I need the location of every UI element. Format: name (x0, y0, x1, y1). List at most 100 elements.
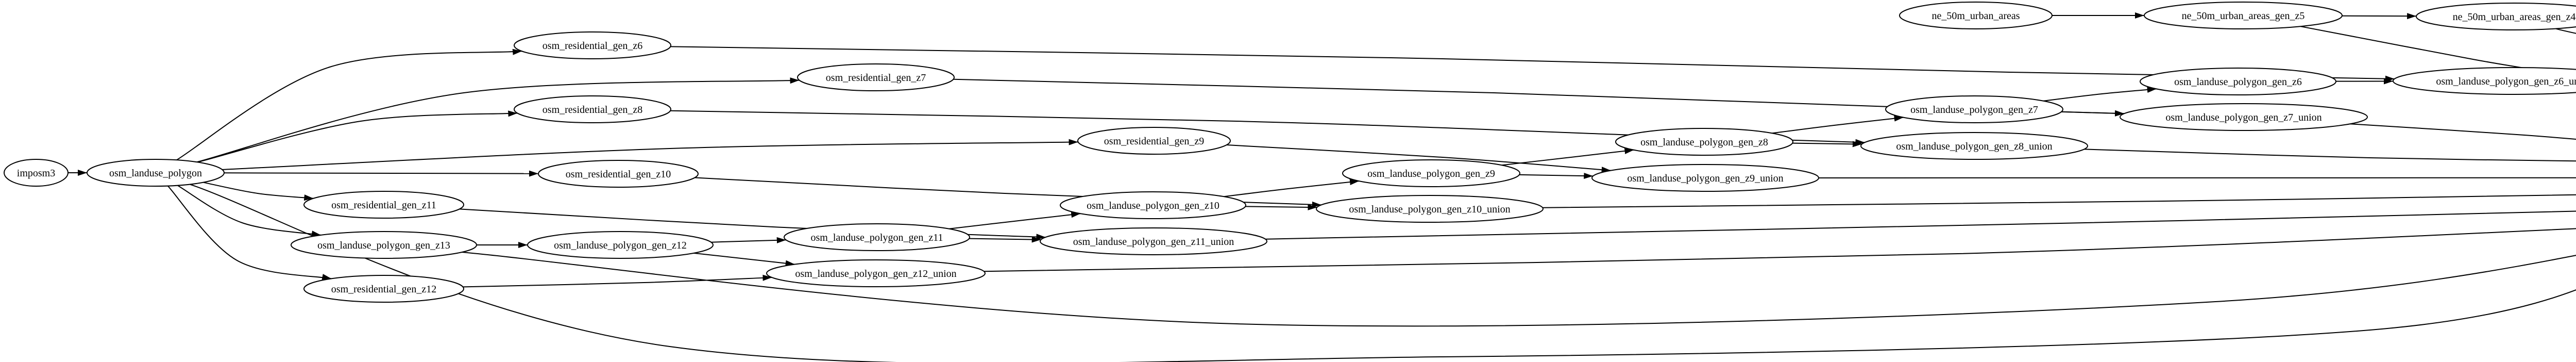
nodes-layer: imposm3 osm_landuse_polygon osm_residentia… (4, 2, 2576, 303)
node-label-osm_residential_gen_z9: osm_residential_gen_z9 (1104, 136, 1204, 147)
edge-osm_landuse_polygon_gen_z11-to-osm_landuse_polygon_gen_z11_union (969, 236, 1041, 243)
node-label-osm_landuse_polygon_gen_z7: osm_landuse_polygon_gen_z7 (1910, 104, 2038, 116)
node-label-osm_landuse_polygon_gen_z6_union: osm_landuse_polygon_gen_z6_union (2436, 76, 2576, 87)
node-ellipse-osm_landuse_polygon_gen_z9 (1342, 159, 1520, 187)
edge-osm_landuse_polygon_gen_z7-to-osm_landuse_polygon_gen_z6 (2043, 87, 2157, 102)
node-ellipse-ne_50m_urban_areas_gen_z5 (2144, 2, 2343, 29)
edge-osm_landuse_polygon_gen_z10-to-osm_landuse_polygon_gen_z9 (1224, 179, 1360, 198)
edge-osm_landuse_polygon-to-osm_residential_gen_z11 (203, 182, 314, 201)
node-ellipse-osm_landuse_polygon_gen_z6 (2140, 68, 2336, 95)
node-ellipse-osm_landuse_polygon_gen_z8 (1615, 128, 1793, 156)
edge-ne_50m_urban_areas_gen_z4-to-layer_landuse-z4 (2555, 28, 2576, 34)
node-label-osm_landuse_polygon_gen_z6: osm_landuse_polygon_gen_z6 (2174, 76, 2302, 88)
node-label-ne_50m_urban_areas: ne_50m_urban_areas (1931, 10, 2020, 22)
node-label-osm_landuse_polygon_gen_z8_union: osm_landuse_polygon_gen_z8_union (1896, 141, 2052, 152)
node-label-osm_residential_gen_z6: osm_residential_gen_z6 (543, 40, 642, 52)
node-ellipse-ne_50m_urban_areas_gen_z4 (2416, 3, 2576, 30)
node-label-imposm3: imposm3 (17, 168, 55, 179)
node-osm_landuse_polygon_gen_z7_union: osm_landuse_polygon_gen_z7_union (2120, 103, 2368, 131)
edge-osm_landuse_polygon_gen_z12-to-osm_landuse_polygon_gen_z12_union (693, 252, 795, 267)
edge-osm_landuse_polygon_gen_z12-to-osm_landuse_polygon_gen_z11 (711, 237, 786, 243)
node-label-ne_50m_urban_areas_gen_z4: ne_50m_urban_areas_gen_z4 (2453, 11, 2576, 23)
node-osm_residential_gen_z12: osm_residential_gen_z12 (303, 275, 464, 303)
node-label-osm_landuse_polygon_gen_z11_union: osm_landuse_polygon_gen_z11_union (1073, 236, 1234, 248)
node-ellipse-osm_residential_gen_z8 (514, 95, 671, 123)
edge-osm_landuse_polygon_gen_z13-to-layer_landuse-z13 (462, 252, 2576, 327)
node-ellipse-imposm3 (4, 159, 69, 187)
node-osm_residential_gen_z10: osm_residential_gen_z10 (538, 160, 699, 188)
node-osm_landuse_polygon_gen_z11: osm_landuse_polygon_gen_z11 (784, 223, 970, 251)
node-ellipse-osm_landuse_polygon_gen_z12_union (766, 259, 986, 287)
node-ellipse-osm_landuse_polygon_gen_z13 (291, 231, 477, 259)
node-label-ne_50m_urban_areas_gen_z5: ne_50m_urban_areas_gen_z5 (2182, 10, 2305, 22)
edge-osm_landuse_polygon-to-osm_residential_gen_z9 (222, 139, 1078, 170)
edge-osm_landuse_polygon-to-osm_landuse_polygon_gen_z13 (177, 185, 321, 237)
node-ne_50m_urban_areas: ne_50m_urban_areas (1899, 2, 2053, 29)
node-osm_landuse_polygon_gen_z13: osm_landuse_polygon_gen_z13 (291, 231, 477, 259)
node-osm_residential_gen_z11: osm_residential_gen_z11 (303, 191, 464, 219)
edge-osm_residential_gen_z12-to-osm_landuse_polygon_gen_z12_union (463, 274, 772, 288)
edge-osm_landuse_polygon_gen_z8_union-to-layer_landuse-z8 (2084, 149, 2576, 162)
node-label-osm_residential_gen_z8: osm_residential_gen_z8 (543, 104, 642, 116)
edge-osm_landuse_polygon-to-osm_residential_gen_z7 (196, 77, 800, 163)
edge-osm_landuse_polygon_gen_z10_union-to-layer_landuse-z10 (1543, 194, 2576, 208)
node-ne_50m_urban_areas_gen_z4: ne_50m_urban_areas_gen_z4 (2416, 3, 2576, 30)
node-osm_landuse_polygon_gen_z12_union: osm_landuse_polygon_gen_z12_union (766, 259, 986, 287)
node-ellipse-osm_landuse_polygon_gen_z7_union (2120, 103, 2368, 131)
node-osm_landuse_polygon_gen_z7: osm_landuse_polygon_gen_z7 (1885, 95, 2063, 123)
node-osm_landuse_polygon_gen_z8: osm_landuse_polygon_gen_z8 (1615, 128, 1793, 156)
edge-osm_landuse_polygon_gen_z8-to-osm_landuse_polygon_gen_z8_union (1792, 141, 1862, 147)
edge-osm_landuse_polygon_gen_z7_union-to-layer_landuse-z7 (2350, 123, 2576, 140)
edge-osm_landuse_polygon_gen_z8-to-osm_landuse_polygon_gen_z7 (1772, 115, 1904, 134)
node-ellipse-osm_landuse_polygon_gen_z6_union (2393, 67, 2576, 95)
edge-osm_landuse_polygon_gen_z9-to-osm_landuse_polygon_gen_z8 (1501, 147, 1634, 166)
node-osm_residential_gen_z9: osm_residential_gen_z9 (1077, 127, 1231, 155)
edges-layer (68, 12, 2576, 362)
node-osm_landuse_polygon_gen_z10: osm_landuse_polygon_gen_z10 (1060, 191, 1246, 219)
edge-osm_landuse_polygon_gen_z12_union-to-layer_landuse-z12 (984, 228, 2576, 272)
edge-osm_landuse_polygon_gen_z11_union-to-layer_landuse-z11 (1265, 210, 2576, 240)
node-label-osm_landuse_polygon_gen_z12: osm_landuse_polygon_gen_z12 (554, 240, 687, 251)
node-ellipse-ne_50m_urban_areas (1899, 2, 2053, 29)
node-label-osm_landuse_polygon_gen_z9_union: osm_landuse_polygon_gen_z9_union (1627, 173, 1783, 184)
node-osm_residential_gen_z7: osm_residential_gen_z7 (797, 63, 955, 91)
node-label-osm_landuse_polygon_gen_z12_union: osm_landuse_polygon_gen_z12_union (795, 268, 956, 279)
edge-osm_landuse_polygon_gen_z11-to-osm_landuse_polygon_gen_z10 (949, 211, 1081, 229)
node-ellipse-osm_residential_gen_z10 (538, 160, 699, 188)
node-label-osm_landuse_polygon_gen_z8: osm_landuse_polygon_gen_z8 (1640, 137, 1768, 148)
node-ellipse-osm_residential_gen_z11 (303, 191, 464, 219)
node-ellipse-osm_landuse_polygon_gen_z11 (784, 223, 970, 251)
node-ellipse-osm_landuse_polygon (87, 159, 225, 187)
node-osm_landuse_polygon_gen_z9_union: osm_landuse_polygon_gen_z9_union (1591, 164, 1819, 192)
node-ellipse-osm_landuse_polygon_gen_z12 (527, 231, 714, 259)
node-label-osm_residential_gen_z7: osm_residential_gen_z7 (826, 72, 926, 84)
edge-osm_landuse_polygon-to-osm_residential_gen_z12 (167, 185, 332, 280)
node-osm_landuse_polygon_gen_z11_union: osm_landuse_polygon_gen_z11_union (1040, 227, 1267, 255)
node-ellipse-osm_residential_gen_z12 (303, 275, 464, 303)
edge-osm_residential_gen_z11-to-osm_landuse_polygon_gen_z11_union (459, 208, 1046, 240)
node-label-osm_landuse_polygon: osm_landuse_polygon (109, 168, 202, 179)
node-label-osm_residential_gen_z11: osm_residential_gen_z11 (331, 200, 436, 211)
edge-osm_landuse_polygon-to-layer_landuse-z14+ (190, 184, 2576, 362)
node-osm_landuse_polygon_gen_z12: osm_landuse_polygon_gen_z12 (527, 231, 714, 259)
node-label-osm_landuse_polygon_gen_z10: osm_landuse_polygon_gen_z10 (1087, 200, 1219, 211)
node-ellipse-osm_landuse_polygon_gen_z10 (1060, 191, 1246, 219)
node-label-osm_landuse_polygon_gen_z7_union: osm_landuse_polygon_gen_z7_union (2165, 112, 2321, 123)
node-ellipse-osm_landuse_polygon_gen_z11_union (1040, 227, 1267, 255)
node-osm_landuse_polygon_gen_z8_union: osm_landuse_polygon_gen_z8_union (1860, 132, 2088, 160)
node-ellipse-osm_landuse_polygon_gen_z8_union (1860, 132, 2088, 160)
node-ellipse-osm_landuse_polygon_gen_z9_union (1591, 164, 1819, 192)
node-ne_50m_urban_areas_gen_z5: ne_50m_urban_areas_gen_z5 (2144, 2, 2343, 29)
node-ellipse-osm_landuse_polygon_gen_z7 (1885, 95, 2063, 123)
node-osm_landuse_polygon_gen_z9: osm_landuse_polygon_gen_z9 (1342, 159, 1520, 187)
edge-ne_50m_urban_areas_gen_z5-to-ne_50m_urban_areas_gen_z4 (2342, 13, 2417, 20)
node-osm_residential_gen_z8: osm_residential_gen_z8 (514, 95, 671, 123)
node-label-osm_landuse_polygon_gen_z11: osm_landuse_polygon_gen_z11 (810, 232, 943, 243)
node-label-osm_landuse_polygon_gen_z10_union: osm_landuse_polygon_gen_z10_union (1349, 204, 1510, 215)
node-label-osm_residential_gen_z10: osm_residential_gen_z10 (566, 169, 671, 180)
node-ellipse-osm_residential_gen_z9 (1077, 127, 1231, 155)
node-label-osm_residential_gen_z12: osm_residential_gen_z12 (331, 284, 436, 295)
node-osm_landuse_polygon_gen_z6: osm_landuse_polygon_gen_z6 (2140, 68, 2336, 95)
node-osm_landuse_polygon_gen_z6_union: osm_landuse_polygon_gen_z6_union (2393, 67, 2576, 95)
